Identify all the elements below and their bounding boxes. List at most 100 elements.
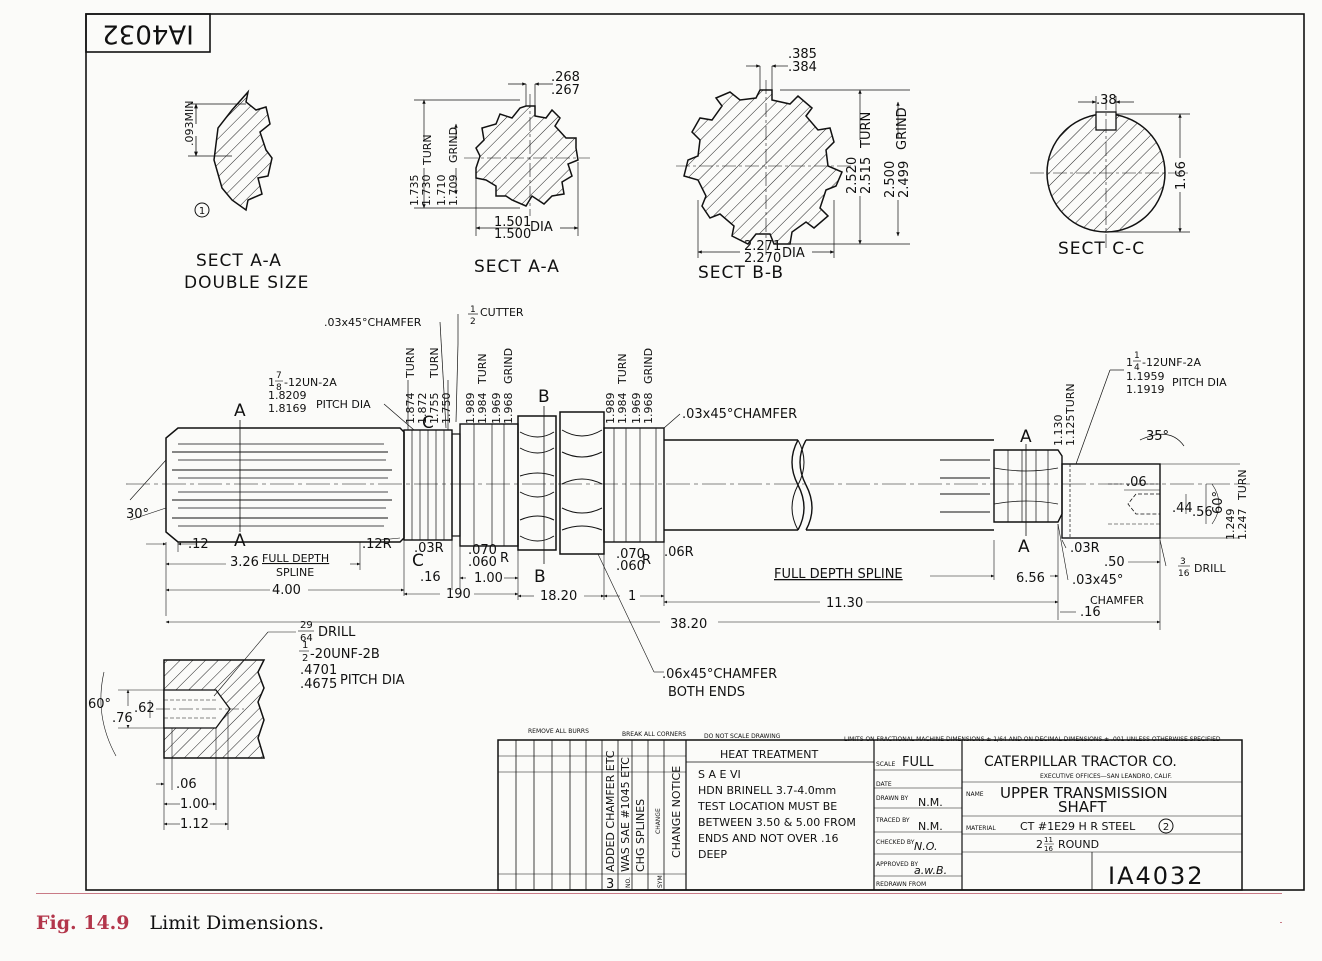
- aa-key-width-1: .268: [551, 70, 580, 85]
- change-3: CHG SPLINES: [634, 799, 647, 872]
- revision-table: 3 NO. SYM ADDED CHAMFER ETC WAS SAE #104…: [498, 740, 687, 892]
- cut-c-bottom: C: [412, 551, 425, 571]
- dim-50: .50: [1104, 555, 1125, 570]
- section-cc: .38 1.66 SECT C-C: [1030, 93, 1190, 259]
- heat-treatment-line-5: ENDS AND NOT OVER .16: [698, 832, 839, 845]
- thread-turn-2: 1.872: [416, 393, 429, 425]
- bb-grind-label: GRIND: [895, 107, 910, 150]
- part-name-line-1: UPPER TRANSMISSION: [1000, 784, 1168, 802]
- cut-b-bottom: B: [534, 567, 547, 587]
- dim-326: 3.26: [230, 555, 259, 570]
- note-1-balloon: [194, 202, 210, 218]
- cut-a-right-bottom: A: [1018, 537, 1031, 557]
- dim-070-left: .070: [468, 543, 497, 558]
- detail-dim-112: 1.12: [180, 817, 209, 832]
- right-spline-turn-1: 1.130: [1052, 415, 1065, 447]
- gear-1: [517, 415, 557, 551]
- section-aa-title: SECT A-A: [474, 257, 560, 277]
- section-aa-double-profile: [213, 89, 273, 212]
- stock-num: 11: [1044, 836, 1053, 844]
- approved-label: APPROVED BY: [876, 861, 918, 868]
- end-hole-detail: 60° .76 .62 .06 1.00 1.12 29 64 DRILL 1 …: [88, 620, 405, 832]
- dim-656: 6.56: [1016, 571, 1045, 586]
- thread-turn-4: 1.750: [440, 393, 453, 425]
- figure-caption: Fig. 14.9 Limit Dimensions.: [36, 912, 324, 934]
- section-aa-double-title: SECT A-A: [196, 251, 282, 271]
- detail-unf-spec: -20UNF-2B: [310, 647, 380, 662]
- dim-03r-right: .03R: [1070, 541, 1100, 556]
- aa-turn-label: TURN: [421, 134, 434, 166]
- change-1: ADDED CHAMFER ETC: [604, 750, 617, 872]
- heat-treatment-line-1: S A E VI: [698, 768, 741, 781]
- journal-2-grind-label: GRIND: [642, 348, 655, 384]
- thread-left-num: 7: [276, 371, 282, 381]
- section-cc-title: SECT C-C: [1058, 239, 1145, 259]
- heat-treatment-box: HEAT TREATMENT S A E VI HDN BRINELL 3.7-…: [686, 740, 875, 890]
- thread-left-pitch-2: 1.8169: [268, 402, 307, 415]
- journal-1-turn-label: TURN: [476, 353, 489, 385]
- cutter-fraction-num: 1: [470, 305, 476, 315]
- right-thread-pitch-1: 1.1959: [1126, 370, 1165, 383]
- angle-30: 30°: [126, 507, 149, 522]
- aa-dia-1: 1.501: [494, 215, 531, 230]
- heat-treatment-line-4: BETWEEN 3.50 & 5.00 FROM: [698, 816, 856, 829]
- chamfer-top-note: .03x45°CHAMFER: [324, 316, 422, 329]
- journal-2-grind-1: 1.969: [630, 393, 643, 425]
- right-turn-label: TURN: [1236, 469, 1249, 501]
- thread-left-whole: 1: [268, 376, 275, 389]
- right-thread-whole: 1: [1126, 356, 1133, 369]
- full-depth-label: FULL DEPTH: [262, 552, 329, 565]
- angle-35: 35°: [1146, 429, 1169, 444]
- journal-2-turn-2: 1.984: [616, 393, 629, 425]
- thread-turn-label-2: TURN: [428, 347, 441, 379]
- right-spline: [940, 449, 1063, 523]
- bb-turn-label: TURN: [859, 112, 874, 149]
- section-aa-double: .093MIN 1 SECT A-A DOUBLE SIZE: [183, 89, 309, 293]
- aa-double-min-dim: .093MIN: [183, 101, 196, 146]
- note-1-number: 1: [199, 206, 205, 217]
- section-aa-double-subtitle: DOUBLE SIZE: [184, 273, 309, 293]
- bb-grind-1: 2.500: [883, 161, 898, 198]
- both-ends-note: BOTH ENDS: [668, 685, 745, 700]
- detail-pitch-1: .4701: [300, 663, 337, 678]
- radius-r-left: R: [500, 551, 509, 566]
- detail-dim-100: 1.00: [180, 797, 209, 812]
- approved-value: a.w.B.: [914, 864, 947, 877]
- gear-2: [559, 411, 605, 555]
- dim-44: .44: [1172, 501, 1193, 516]
- thread-turn-1: 1.874: [404, 393, 417, 425]
- stock-shape: ROUND: [1058, 838, 1099, 851]
- aa-key-width-2: .267: [551, 83, 580, 98]
- journal-2-turn-1: 1.989: [604, 393, 617, 425]
- rev-3-no: 3: [606, 877, 614, 892]
- dim-06-right: .06: [1126, 475, 1147, 490]
- checked-value: N.O.: [914, 840, 937, 853]
- right-thread-spec: -12UNF-2A: [1142, 356, 1202, 369]
- bb-dia-1: 2.271: [744, 239, 781, 254]
- cc-key-width: .38: [1096, 93, 1117, 108]
- detail-unf-num: 1: [302, 640, 308, 651]
- detail-dim-76: .76: [112, 711, 133, 726]
- right-thread-den: 4: [1134, 363, 1140, 373]
- part-name-line-2: SHAFT: [1058, 798, 1107, 816]
- note-break-corners: BREAK ALL CORNERS: [622, 731, 686, 738]
- journal-2-grind-2: 1.968: [642, 393, 655, 425]
- heat-treatment-title: HEAT TREATMENT: [720, 748, 818, 761]
- dim-1820: 18.20: [540, 589, 577, 604]
- section-bb: .385 .384 2.520 2.515 TURN 2.500 2.499 G…: [676, 47, 912, 283]
- change-header: CHANGE: [655, 808, 662, 834]
- detail-unf-den: 2: [302, 653, 308, 664]
- detail-drill-label: DRILL: [318, 625, 356, 640]
- stock-whole: 2: [1036, 838, 1043, 851]
- dim-400: 4.00: [272, 583, 301, 598]
- section-aa: .268 .267 1.735 1.730 TURN 1.710 1.709 G…: [408, 70, 590, 277]
- detail-angle-60: 60°: [88, 697, 111, 712]
- material-note: 2: [1163, 822, 1169, 833]
- left-spline: [165, 427, 405, 543]
- stamp-text: IA4032: [102, 19, 194, 49]
- drill-right-label: DRILL: [1194, 562, 1226, 575]
- dim-1130: 11.30: [826, 596, 863, 611]
- cc-height: 1.66: [1174, 161, 1189, 190]
- change-notice-header: CHANGE NOTICE: [670, 766, 683, 858]
